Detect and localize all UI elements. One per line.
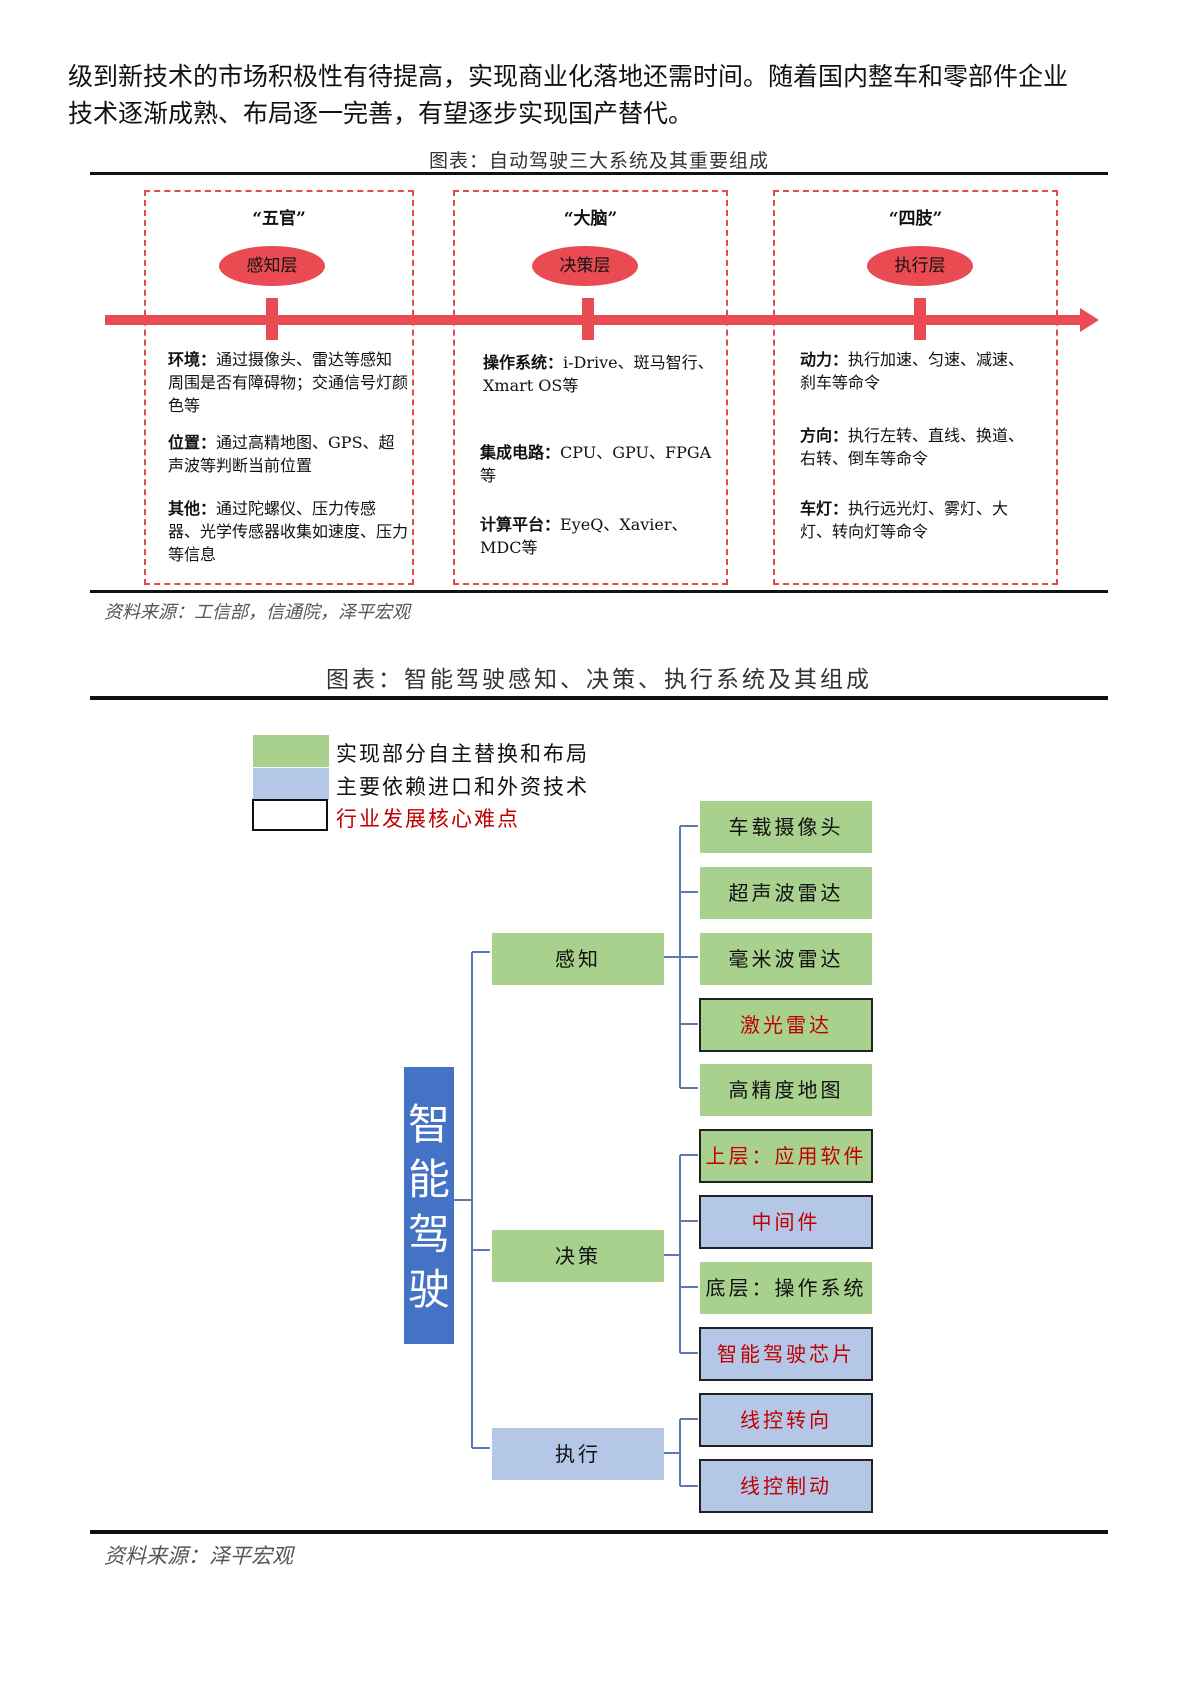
legend-swatch-blue [253,768,329,800]
desc-text: CPU、GPU、FPGA等 [480,443,712,485]
leaf-brake-by-wire: 线控制动 [699,1459,873,1513]
legend-swatch-outline [252,799,328,831]
leaf-camera: 车载摄像头 [700,801,872,853]
fig1-box-perception [144,190,414,585]
fig1-desc-item: 其他：通过陀螺仪、压力传感器、光学传感器收集如速度、压力等信息 [168,497,408,566]
leaf-middleware: 中间件 [699,1195,873,1249]
fig1-caption: 图表：自动驾驶三大系统及其重要组成 [428,150,769,172]
fig1-layer-pill-decision: 决策层 [532,246,638,286]
desc-label: 操作系统： [483,353,564,372]
intro-line-2: 技术逐渐成熟、布局逐一完善，有望逐步实现国产替代。 [68,99,694,128]
leaf-mmwave-radar: 毫米波雷达 [700,933,872,985]
fig1-bottom-rule [90,590,1108,593]
desc-label: 计算平台： [480,515,561,534]
leaf-operating-system: 底层：操作系统 [700,1262,872,1314]
desc-label: 环境： [168,350,217,369]
fig2-top-rule [90,696,1108,700]
fig2-caption: 图表：智能驾驶感知、决策、执行系统及其组成 [326,667,872,693]
category-perception: 感知 [492,933,664,985]
desc-label: 位置： [168,433,217,452]
desc-text: i-Drive、斑马智行、Xmart OS等 [483,353,714,395]
desc-text: 执行远光灯、雾灯、大灯、转向灯等命令 [800,499,1009,541]
tree-root: 智能驾驶 [404,1067,454,1344]
fig1-desc-item: 集成电路：CPU、GPU、FPGA等 [480,441,715,487]
leaf-application-software: 上层：应用软件 [699,1129,873,1183]
desc-label: 集成电路： [480,443,561,462]
fig1-tick-3 [914,298,926,340]
desc-label: 动力： [800,350,849,369]
desc-text: 执行加速、匀速、减速、刹车等命令 [800,350,1025,392]
desc-text: 通过摄像头、雷达等感知周围是否有障碍物；交通信号灯颜色等 [168,350,409,415]
fig1-box-execution [773,190,1058,585]
fig1-desc-item: 方向：执行左转、直线、换道、右转、倒车等命令 [800,424,1035,470]
intro-line-1: 级到新技术的市场积极性有待提高，实现商业化落地还需时间。随着国内整车和零部件企业 [68,62,1069,91]
fig2-source: 资料来源：泽平宏观 [104,1544,293,1568]
leaf-lidar: 激光雷达 [699,998,873,1052]
fig1-desc-item: 位置：通过高精地图、GPS、超声波等判断当前位置 [168,431,408,477]
desc-text: 通过陀螺仪、压力传感器、光学传感器收集如速度、压力等信息 [168,499,409,564]
fig1-desc-item: 操作系统：i-Drive、斑马智行、Xmart OS等 [483,351,718,397]
desc-label: 方向： [800,426,849,445]
legend-label-outline: 行业发展核心难点 [336,807,520,831]
fig1-quote-1: “五官” [252,209,306,229]
fig2-bottom-rule [90,1530,1108,1534]
desc-label: 车灯： [800,499,849,518]
fig1-tick-2 [582,298,594,340]
desc-label: 其他： [168,499,217,518]
fig1-desc-item: 动力：执行加速、匀速、减速、刹车等命令 [800,348,1035,394]
legend-label-blue: 主要依赖进口和外资技术 [336,775,589,799]
fig1-layer-pill-perception: 感知层 [219,246,325,286]
category-decision: 决策 [492,1230,664,1282]
fig1-tick-1 [266,298,278,340]
fig1-source: 资料来源：工信部，信通院，泽平宏观 [104,602,410,623]
leaf-steer-by-wire: 线控转向 [699,1393,873,1447]
legend-swatch-green [253,735,329,767]
leaf-hd-map: 高精度地图 [700,1064,872,1116]
desc-text: 执行左转、直线、换道、右转、倒车等命令 [800,426,1025,468]
desc-text: EyeQ、Xavier、MDC等 [480,515,688,557]
leaf-ultrasonic-radar: 超声波雷达 [700,867,872,919]
fig1-desc-item: 环境：通过摄像头、雷达等感知周围是否有障碍物；交通信号灯颜色等 [168,348,408,417]
fig1-box-decision [453,190,728,585]
leaf-ad-chip: 智能驾驶芯片 [699,1327,873,1381]
intro-paragraph: 级到新技术的市场积极性有待提高，实现商业化落地还需时间。随着国内整车和零部件企业… [68,58,1138,132]
fig1-quote-3: “四肢” [888,209,943,229]
category-execution: 执行 [492,1428,664,1480]
fig1-layer-pill-execution: 执行层 [867,246,973,286]
fig1-desc-item: 计算平台：EyeQ、Xavier、MDC等 [480,513,715,559]
fig1-desc-item: 车灯：执行远光灯、雾灯、大灯、转向灯等命令 [800,497,1035,543]
fig1-top-rule [90,172,1108,175]
legend-label-green: 实现部分自主替换和布局 [336,742,589,766]
fig1-quote-2: “大脑” [563,209,618,229]
desc-text: 通过高精地图、GPS、超声波等判断当前位置 [168,433,395,475]
